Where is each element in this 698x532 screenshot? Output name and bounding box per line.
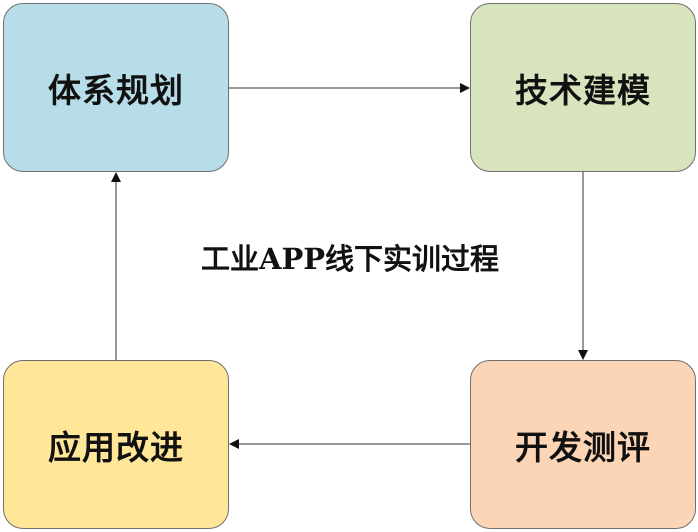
node-system-planning: 体系规划 <box>3 3 229 172</box>
node-development-evaluation: 开发测评 <box>470 360 696 529</box>
diagram-title: 工业APP线下实训过程 <box>200 242 500 276</box>
node-application-improvement: 应用改进 <box>3 360 229 529</box>
node-technical-modeling: 技术建模 <box>470 3 696 172</box>
